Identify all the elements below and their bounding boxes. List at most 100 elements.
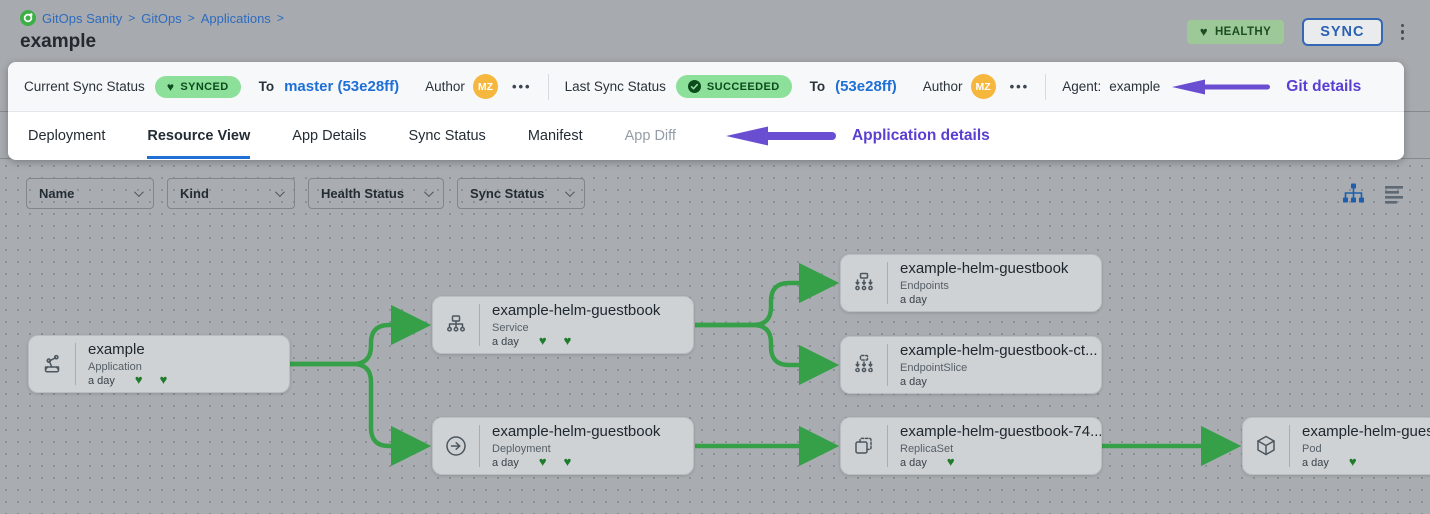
- node-kind: EndpointSlice: [900, 361, 968, 374]
- node-title: example-helm-guestbook: [900, 260, 1069, 278]
- node-title: example-helm-guestbook-ct...: [900, 342, 1098, 360]
- synced-status-badge: ♥ SYNCED: [154, 75, 241, 98]
- node-application-example[interactable]: example Application a day♥♥: [28, 335, 290, 393]
- node-divider: [75, 343, 76, 385]
- succeeded-status-badge: SUCCEEDED: [675, 75, 792, 98]
- tab-sync-status[interactable]: Sync Status: [408, 127, 486, 144]
- filter-name-dropdown[interactable]: Name: [26, 178, 154, 209]
- filter-label: Kind: [180, 186, 209, 201]
- annotation-arrow-left-icon: [725, 126, 836, 145]
- resource-filters: Name Kind Health Status Sync Status: [26, 178, 585, 209]
- breadcrumb-item-gitops[interactable]: GitOps: [141, 10, 182, 26]
- succeeded-badge-label: SUCCEEDED: [706, 80, 780, 93]
- tab-deployment[interactable]: Deployment: [28, 127, 106, 144]
- filter-sync-status-dropdown[interactable]: Sync Status: [457, 178, 585, 209]
- author-avatar[interactable]: MZ: [472, 74, 498, 99]
- section-divider: [547, 73, 549, 100]
- last-revision-link[interactable]: (53e28ff): [835, 78, 897, 95]
- node-age: a day: [88, 374, 115, 387]
- check-circle-icon: [687, 80, 701, 93]
- node-divider: [887, 344, 888, 386]
- filter-label: Health Status: [321, 186, 405, 201]
- application-icon: [29, 351, 75, 377]
- current-sync-status-label: Current Sync Status: [24, 79, 145, 94]
- node-kind: Application: [88, 360, 142, 373]
- heart-health-icon: ♥: [563, 453, 572, 469]
- breadcrumb-separator: >: [128, 11, 136, 25]
- deployment-icon: [433, 433, 479, 459]
- breadcrumb-item-gitops-sanity[interactable]: GitOps Sanity: [42, 10, 123, 26]
- application-details-annotation: Application details: [851, 126, 990, 144]
- last-sync-status-label: Last Sync Status: [564, 79, 666, 94]
- node-replicaset-example-helm-guestbook[interactable]: example-helm-guestbook-74... ReplicaSet …: [840, 417, 1102, 475]
- to-label: To: [809, 79, 826, 94]
- node-age: a day: [1302, 456, 1329, 469]
- node-age: a day: [900, 375, 927, 388]
- node-service-example-helm-guestbook[interactable]: example-helm-guestbook Service a day♥♥: [432, 296, 694, 354]
- endpoints-icon: [841, 270, 887, 296]
- filter-health-status-dropdown[interactable]: Health Status: [308, 178, 444, 209]
- synced-badge-label: SYNCED: [180, 80, 229, 93]
- heart-health-icon: ♥: [563, 332, 572, 348]
- pod-icon: [1243, 433, 1289, 459]
- health-badge-label: HEALTHY: [1214, 26, 1272, 38]
- node-kind: Pod: [1302, 442, 1322, 455]
- more-options-icon[interactable]: •••: [1009, 79, 1030, 94]
- node-divider: [479, 304, 480, 346]
- breadcrumb-separator: >: [187, 11, 195, 25]
- app-header: GitOps Sanity > GitOps > Applications > …: [0, 0, 1430, 62]
- node-kind: ReplicaSet: [900, 442, 954, 455]
- heart-health-icon: ♥: [538, 332, 547, 348]
- annotation-arrow-left-icon: [1172, 79, 1271, 94]
- node-deployment-example-helm-guestbook[interactable]: example-helm-guestbook Deployment a day♥…: [432, 417, 694, 475]
- endpointslice-icon: [841, 352, 887, 378]
- filter-kind-dropdown[interactable]: Kind: [167, 178, 295, 209]
- node-kind: Service: [492, 321, 529, 334]
- more-options-menu-icon[interactable]: [1397, 20, 1409, 45]
- tab-resource-view[interactable]: Resource View: [147, 112, 250, 159]
- app-tabs: Deployment Resource View App Details Syn…: [8, 112, 1404, 159]
- heart-health-icon: ♥: [134, 371, 143, 387]
- node-divider: [479, 425, 480, 467]
- heart-icon: ♥: [1199, 24, 1208, 39]
- filter-label: Name: [39, 186, 75, 201]
- tab-app-diff[interactable]: App Diff: [624, 127, 676, 144]
- resource-graph-canvas[interactable]: Name Kind Health Status Sync Status: [0, 160, 1430, 514]
- node-pod-example-helm-guestbook[interactable]: example-helm-guest Pod a day♥: [1242, 417, 1430, 475]
- heart-icon: ♥: [166, 79, 175, 94]
- author-avatar[interactable]: MZ: [970, 74, 996, 99]
- tab-app-details[interactable]: App Details: [292, 127, 367, 144]
- breadcrumb: GitOps Sanity > GitOps > Applications >: [20, 10, 284, 26]
- node-divider: [1289, 425, 1290, 467]
- gitops-logo-icon: [20, 10, 36, 26]
- sync-button[interactable]: SYNC: [1302, 18, 1383, 46]
- filter-label: Sync Status: [470, 186, 545, 201]
- breadcrumb-item-applications[interactable]: Applications: [200, 10, 271, 26]
- current-revision-link[interactable]: master (53e28ff): [284, 78, 400, 95]
- node-title: example-helm-guestbook: [492, 302, 661, 320]
- node-endpoints-example-helm-guestbook[interactable]: example-helm-guestbook Endpoints a day: [840, 254, 1102, 312]
- git-details-annotation: Git details: [1286, 77, 1362, 95]
- sync-status-bar: Current Sync Status ♥ SYNCED To master (…: [8, 62, 1404, 112]
- view-mode-toggles: [1341, 181, 1406, 206]
- list-view-icon[interactable]: [1382, 182, 1406, 206]
- page-title: example: [20, 31, 97, 52]
- replicaset-icon: [841, 433, 887, 459]
- heart-health-icon: ♥: [946, 453, 955, 469]
- service-icon: [433, 312, 479, 338]
- agent-label: Agent:: [1062, 79, 1102, 94]
- tree-view-icon[interactable]: [1341, 181, 1366, 206]
- node-kind: Endpoints: [900, 279, 949, 292]
- more-options-icon[interactable]: •••: [511, 79, 532, 94]
- node-endpointslice-example-helm-guestbook[interactable]: example-helm-guestbook-ct... EndpointSli…: [840, 336, 1102, 394]
- node-title: example-helm-guestbook-74...: [900, 423, 1101, 441]
- heart-health-icon: ♥: [1348, 453, 1357, 469]
- node-age: a day: [900, 456, 927, 469]
- tab-manifest[interactable]: Manifest: [527, 127, 583, 144]
- graph-edges: [290, 262, 1242, 467]
- author-label: Author: [425, 79, 465, 94]
- node-kind: Deployment: [492, 442, 551, 455]
- section-divider: [1045, 73, 1047, 100]
- node-divider: [887, 425, 888, 467]
- node-age: a day: [900, 293, 927, 306]
